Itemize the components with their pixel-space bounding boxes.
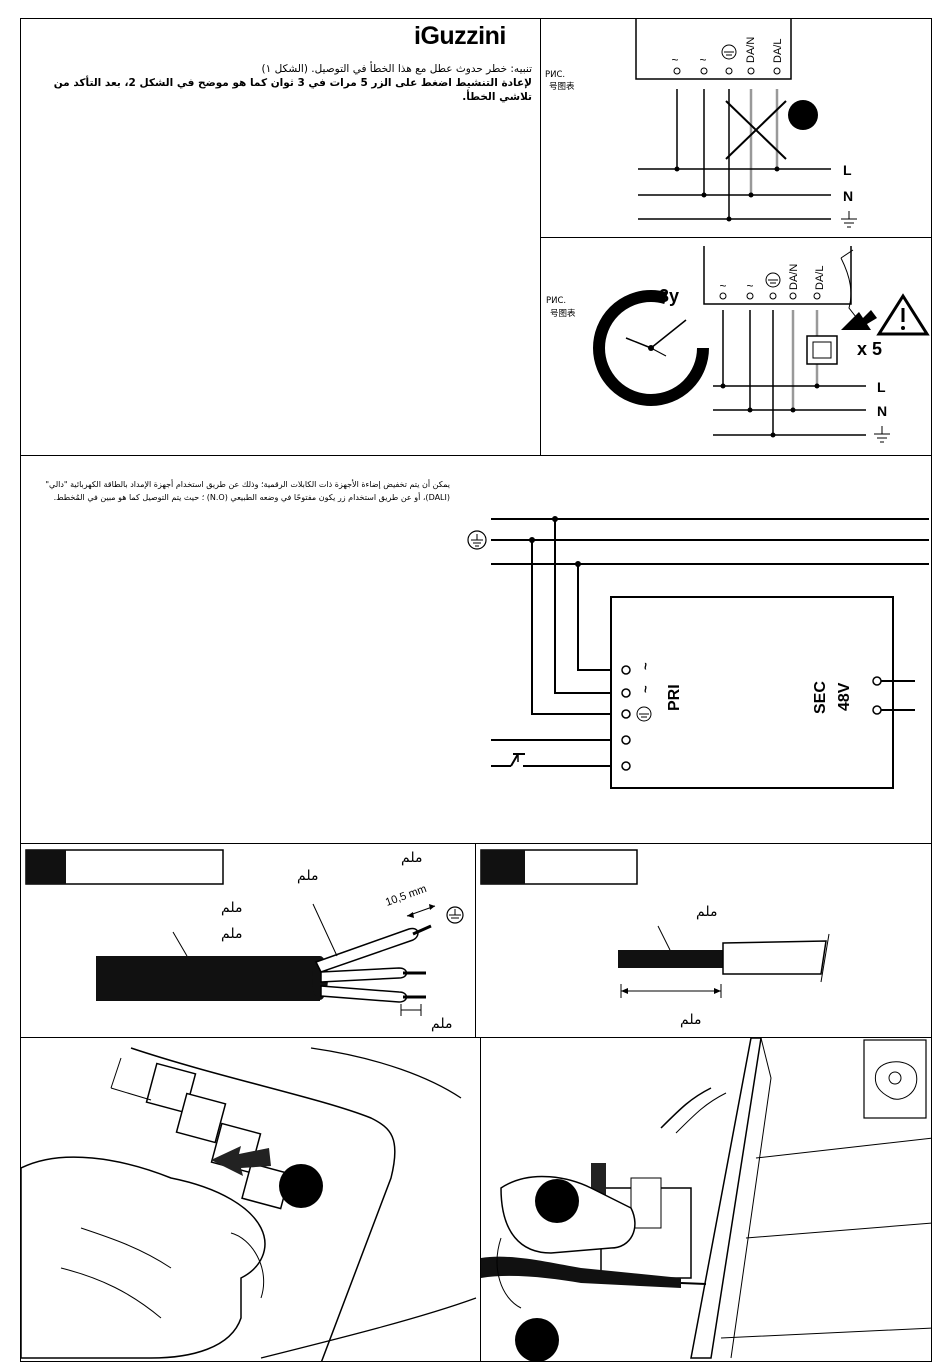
terminal-label-dan: DA/N	[745, 37, 757, 63]
earth-symbol-icon	[467, 530, 487, 550]
warning-line-2: لإعادة التنشيط اضغط على الزر 5 مرات في 3…	[53, 77, 532, 103]
line-label-l: L	[843, 162, 852, 178]
cable-label-4: ملم	[221, 926, 243, 942]
psu-primary-label: PRI	[666, 684, 683, 711]
timer-label: 3y	[659, 286, 679, 306]
install-panel-right	[480, 1037, 932, 1362]
sheath-strip-diagram	[480, 849, 830, 998]
push-button-switch-icon	[510, 753, 519, 767]
line-label-n: N	[877, 403, 887, 419]
svg-text:~: ~	[671, 53, 678, 67]
svg-text:~: ~	[699, 53, 706, 67]
cable-strip-panel-left: 10,5 mm ملم ملم ملم ملم ملم	[20, 843, 476, 1038]
step-marker-dot	[788, 100, 818, 130]
line-label-n: N	[843, 188, 853, 204]
figure-2-ref-zh: 号图表	[550, 309, 576, 319]
ground-icon	[874, 426, 890, 443]
figure-1-wiring-diagram: ~ ~ DA/N DA/L L N	[635, 19, 857, 228]
timer-dial-icon	[593, 290, 709, 406]
dimming-note: يمكن أن يتم تخفيض إضاءة الأجهزة ذات الكا…	[45, 480, 450, 502]
earth-symbol-icon	[765, 272, 781, 288]
ground-icon	[841, 211, 857, 228]
figure-2-ref-ru: РИС.	[546, 296, 567, 306]
cable-label-3: ملم	[221, 900, 243, 916]
cable-label-5: ملم	[431, 1016, 453, 1032]
cable-strip-panel-right: ملم ملم	[475, 843, 932, 1038]
psu-secondary-label: SEC	[812, 681, 829, 714]
brand-logo: iGuzzini	[414, 22, 506, 50]
hand-illustration	[21, 1156, 266, 1359]
warning-panel	[20, 18, 541, 456]
figure-1-ref-ru: РИС.	[545, 70, 566, 80]
svg-text:~: ~	[746, 279, 753, 293]
step-number-badge	[481, 850, 525, 884]
step-marker-dot	[515, 1318, 559, 1361]
press-count: x 5	[857, 339, 882, 359]
figure-2-panel: 3y ~ ~ DA/N DA/L	[540, 237, 932, 456]
terminal-label-dan: DA/N	[788, 264, 800, 290]
insert-arrow-icon	[211, 1146, 271, 1176]
cable-strip-diagram: 10,5 mm	[25, 849, 464, 1016]
step-number-badge	[26, 850, 66, 884]
psu-wiring-diagram: ~ ~ PRI SEC 48V	[467, 516, 929, 789]
psu-voltage-label: 48V	[836, 682, 853, 711]
finger-icon	[840, 249, 864, 327]
install-panel-left	[20, 1037, 481, 1362]
sheath-label-1: ملم	[696, 904, 718, 920]
reset-button-icon	[806, 335, 838, 365]
earth-symbol-icon	[636, 706, 652, 722]
terminal-label-dal: DA/L	[814, 266, 826, 290]
svg-text:~: ~	[638, 662, 653, 670]
cable-clamp-illustration	[481, 1038, 931, 1361]
dimming-panel: ~ ~ PRI SEC 48V	[20, 455, 932, 845]
figure-1-panel: ~ ~ DA/N DA/L L N	[540, 18, 932, 238]
figure-1-ref-zh: 号图表	[549, 82, 575, 92]
cable-label-2: ملم	[297, 868, 319, 884]
line-label-l: L	[877, 379, 886, 395]
step-marker-dot	[279, 1164, 323, 1208]
svg-text:~: ~	[719, 279, 726, 293]
warning-line-1: تنبيه: خطر حدوث عطل مع هذا الخطأ في التو…	[261, 63, 532, 75]
earth-symbol-icon	[721, 44, 737, 60]
press-arrow-icon	[841, 310, 877, 330]
cable-illustration	[481, 1256, 681, 1288]
figure-2-reset-diagram: 3y ~ ~ DA/N DA/L	[593, 246, 930, 443]
earth-symbol-icon	[446, 906, 464, 924]
sheath-label-2: ملم	[680, 1012, 702, 1028]
power-supply-box	[610, 596, 894, 789]
cable-label-1: ملم	[401, 850, 423, 866]
svg-text:~: ~	[638, 685, 653, 693]
terminal-label-dal: DA/L	[772, 39, 784, 63]
step-marker-dot	[535, 1179, 579, 1223]
strip-length-label: 10,5 mm	[384, 883, 428, 909]
connector-insertion-illustration	[21, 1047, 477, 1361]
